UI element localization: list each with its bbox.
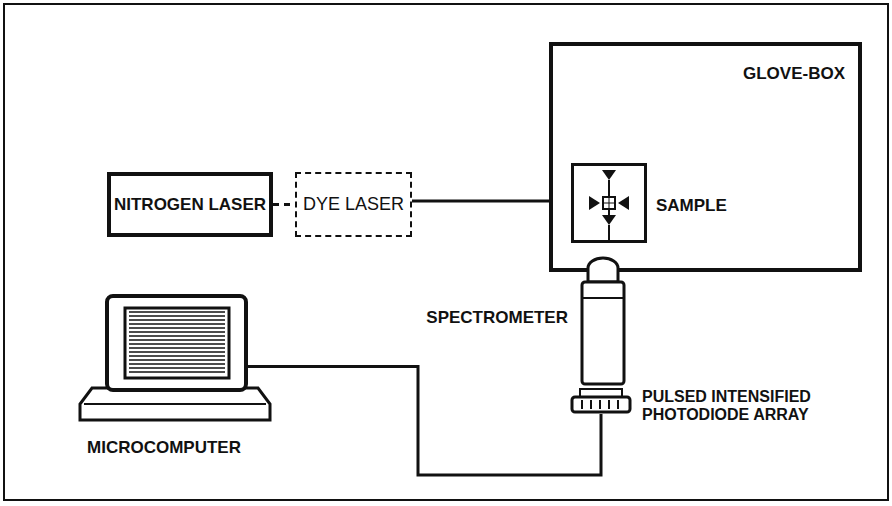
- screen-scanline: [129, 335, 225, 337]
- screen-scanline: [129, 363, 225, 365]
- detector-rib: [617, 400, 619, 409]
- beam-arrowhead: [589, 196, 600, 210]
- screen-scanline: [129, 311, 225, 313]
- spectrometer-housing: [582, 282, 624, 384]
- screen-scanline: [129, 327, 225, 329]
- screen-scanline: [129, 351, 225, 353]
- connector: [248, 367, 601, 475]
- spectrometer-body: [580, 258, 626, 386]
- sample-cell: SAMPLE: [571, 163, 647, 243]
- monitor-screen: [125, 308, 229, 378]
- beam-line: [608, 225, 610, 240]
- node-label: GLOVE-BOX: [743, 64, 845, 84]
- node-label: SPECTROMETER: [426, 308, 568, 328]
- screen-scanline: [129, 339, 225, 341]
- screen-scanline: [129, 347, 225, 349]
- beam-arrowhead: [618, 196, 629, 210]
- beam-arrowhead: [602, 170, 616, 180]
- entrance-optic: [588, 258, 618, 282]
- detector-rib: [599, 400, 601, 409]
- node-label: DYE LASER: [303, 194, 404, 215]
- beam-line: [608, 209, 610, 215]
- beam-line: [608, 180, 610, 197]
- detector-housing: [572, 397, 630, 412]
- beam-arrowhead: [602, 215, 616, 225]
- node-label: MICROCOMPUTER: [87, 438, 241, 458]
- connector: [412, 200, 563, 203]
- spectrometer: SPECTROMETER: [580, 258, 626, 386]
- figure-frame: [4, 4, 888, 500]
- housing-band: [582, 297, 624, 299]
- laser-box: NITROGEN LASER: [107, 172, 273, 237]
- screen-scanline: [129, 343, 225, 345]
- detector-rib: [581, 400, 583, 409]
- detector-rib: [590, 400, 592, 409]
- connector: [273, 203, 295, 206]
- photodiode-array: PULSED INTENSIFIED PHOTODIODE ARRAY: [570, 388, 632, 414]
- monitor-case: [107, 296, 246, 390]
- screen-scanline: [129, 331, 225, 333]
- screen-scanline: [129, 315, 225, 317]
- computer-base-edge: [84, 403, 266, 405]
- screen-scanline: [129, 371, 225, 373]
- node-label: SAMPLE: [656, 196, 727, 216]
- detector-rib: [608, 400, 610, 409]
- screen-scanline: [129, 359, 225, 361]
- screen-scanline: [129, 323, 225, 325]
- cuvette-mark: [603, 203, 615, 204]
- microcomputer: MICROCOMPUTER: [105, 294, 248, 392]
- computer-base: [80, 388, 270, 420]
- monitor: [105, 294, 248, 392]
- glove-box: GLOVE-BOX SAMPLE: [549, 42, 862, 272]
- screen-scanline: [129, 319, 225, 321]
- screen-scanline: [129, 367, 225, 369]
- cuvette: [603, 197, 615, 209]
- node-label: PULSED INTENSIFIED PHOTODIODE ARRAY: [642, 388, 878, 425]
- sample-optics: [574, 166, 644, 240]
- detector-body: [570, 388, 632, 414]
- node-label: NITROGEN LASER: [114, 195, 266, 215]
- screen-scanline: [129, 355, 225, 357]
- optional-laser-box: DYE LASER: [295, 172, 412, 237]
